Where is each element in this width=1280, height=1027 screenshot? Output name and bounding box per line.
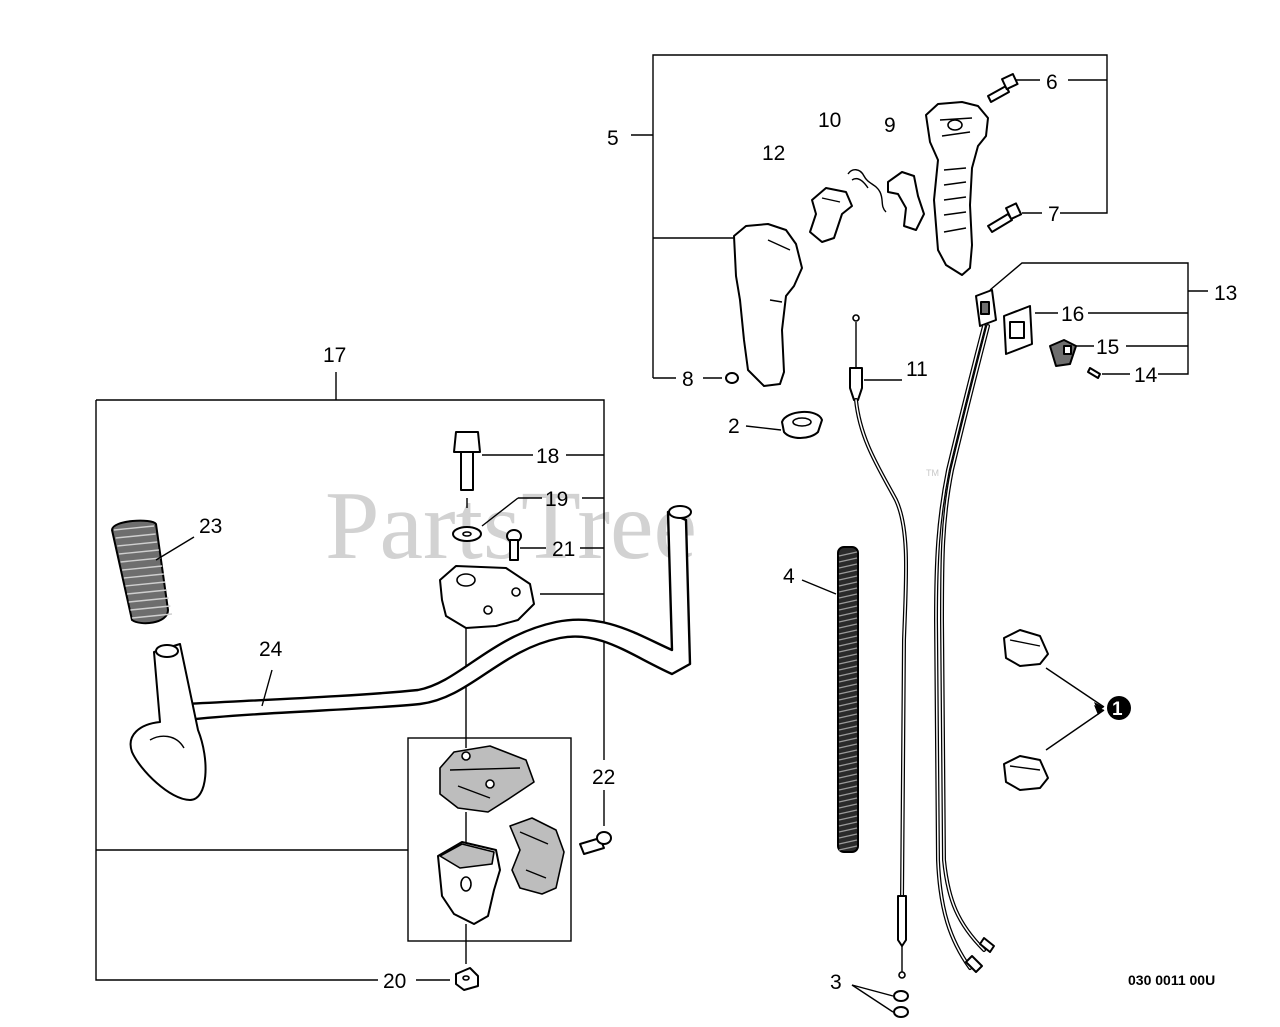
nuts-part-3 xyxy=(851,984,909,1018)
callout-8: 8 xyxy=(682,368,694,391)
screw-part-14 xyxy=(1087,367,1101,379)
nut-part-20 xyxy=(455,967,479,991)
callout-5: 5 xyxy=(607,127,619,150)
screw-part-22 xyxy=(579,790,612,855)
callout-17: 17 xyxy=(323,344,346,367)
callout-1-badge xyxy=(1107,696,1131,720)
clamp-lower-half xyxy=(437,841,501,925)
clip-part-2 xyxy=(745,411,823,439)
callout-9: 9 xyxy=(884,114,896,137)
callout-12: 12 xyxy=(762,142,785,165)
callout-13: 13 xyxy=(1214,282,1237,305)
lever-part-12 xyxy=(809,187,853,243)
handlebar-bracket xyxy=(95,372,605,981)
callout-18: 18 xyxy=(536,445,559,468)
washer-part-19 xyxy=(452,526,482,542)
callout-6: 6 xyxy=(1046,71,1058,94)
stop-switch-part-13 xyxy=(975,289,997,327)
callout-4: 4 xyxy=(783,565,795,588)
callout-21: 21 xyxy=(552,538,575,561)
callout-2: 2 xyxy=(728,415,740,438)
callout-3: 3 xyxy=(830,971,842,994)
watermark-text: PartsTree xyxy=(325,472,697,580)
callout-19: 19 xyxy=(545,488,568,511)
handle-right-half xyxy=(925,101,989,276)
callout-11: 11 xyxy=(906,358,928,381)
handlebar-tube-part-24 xyxy=(129,505,692,801)
handle-left-half xyxy=(733,223,803,387)
callout-15: 15 xyxy=(1096,336,1119,359)
screw-part-6 xyxy=(987,73,1019,103)
bolt-part-18 xyxy=(453,431,481,491)
callout-10: 10 xyxy=(818,109,841,132)
throttle-trigger-part-9 xyxy=(887,171,925,231)
clamp-insert xyxy=(509,817,565,895)
callout-16: 16 xyxy=(1061,303,1084,326)
switch-plate-part-16 xyxy=(1003,305,1033,355)
callout-23: 23 xyxy=(199,515,222,538)
callout-labels: 1 2 3 4 5 6 7 8 9 10 11 12 13 14 15 16 1… xyxy=(199,71,1237,994)
grip-part-23 xyxy=(111,519,195,625)
callout-24: 24 xyxy=(259,638,283,661)
drawing-code: 030 0011 00U xyxy=(1128,972,1215,988)
cable-guard-part-4 xyxy=(801,546,859,853)
parts-tree-watermark: PartsTree TM xyxy=(325,468,939,580)
callout-22: 22 xyxy=(592,766,615,789)
callout-14: 14 xyxy=(1134,364,1158,387)
callout-1: 1 xyxy=(1112,699,1123,720)
throttle-cable-part-11 xyxy=(849,314,909,979)
screw-part-7 xyxy=(987,202,1023,233)
clips-part-1 xyxy=(1003,629,1131,791)
spring-part-10 xyxy=(847,169,887,213)
handle-assembly-bracket xyxy=(631,54,1108,379)
screw-part-21 xyxy=(506,529,522,561)
nut-part-8 xyxy=(725,372,739,384)
switch-knob-part-15 xyxy=(1049,339,1077,367)
clamp-plate-top xyxy=(439,565,535,629)
stop-switch-wires xyxy=(933,324,995,973)
callout-7: 7 xyxy=(1048,203,1060,226)
clamp-upper-half xyxy=(439,745,535,813)
watermark-trademark: TM xyxy=(926,468,939,478)
clamp-subassembly-box xyxy=(407,737,572,942)
stop-switch-bracket xyxy=(989,262,1208,375)
callout-20: 20 xyxy=(383,970,406,993)
